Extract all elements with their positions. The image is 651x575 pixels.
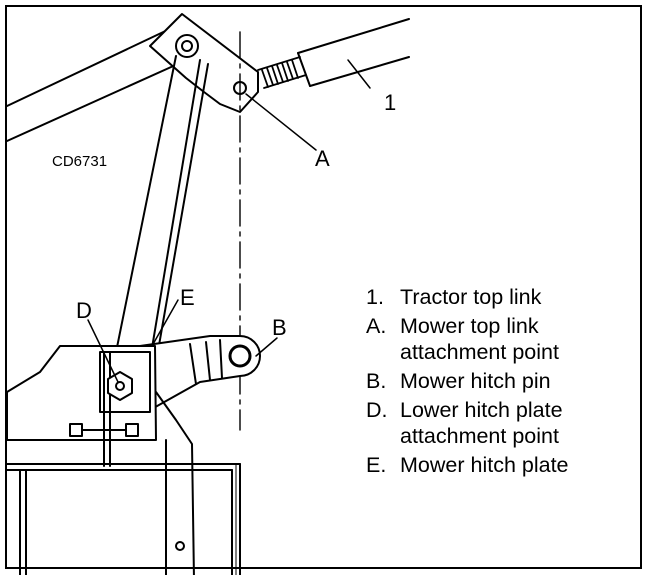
figure-id: CD6731 (52, 153, 107, 170)
legend-item: D. Lower hitch plate attachment point (366, 397, 640, 449)
callout-b: B (272, 315, 287, 340)
top-bracket (149, 13, 259, 113)
legend-item: E. Mower hitch plate (366, 452, 640, 478)
callout-1: 1 (384, 90, 396, 115)
hitch-pin (228, 344, 252, 368)
hitch-plate-strut (111, 55, 209, 375)
legend-item: B. Mower hitch pin (366, 368, 640, 394)
callout-a: A (315, 146, 330, 171)
top-pivot-nut (181, 40, 193, 52)
callout-d: D (76, 298, 92, 323)
lower-bracket-hole (175, 541, 185, 551)
legend-text: Mower hitch plate (400, 453, 569, 477)
legend-item: A. Mower top link attachment point (366, 313, 640, 365)
mower-deck (6, 463, 241, 575)
legend-key: B. (366, 369, 387, 393)
lower-attach-bolt (107, 371, 133, 401)
legend-text: Mower hitch pin (400, 369, 551, 393)
top-link-thread (257, 56, 307, 89)
legend-key: 1. (366, 285, 384, 309)
upper-arm (6, 25, 181, 142)
leader-lines (87, 59, 371, 383)
legend-item: 1. Tractor top link (366, 284, 640, 310)
callout-e: E (180, 285, 195, 310)
legend-text: Tractor top link (400, 285, 542, 309)
legend-key: D. (366, 398, 388, 422)
legend-key: E. (366, 453, 387, 477)
lower-hitch-plate (6, 345, 195, 575)
legend-text: Lower hitch plate attachment point (400, 398, 563, 448)
legend: 1. Tractor top link A. Mower top link at… (366, 284, 640, 481)
figure-frame (5, 5, 642, 569)
top-pivot-bolt (175, 34, 199, 58)
tractor-top-link (297, 18, 410, 87)
legend-key: A. (366, 314, 387, 338)
legend-text: Mower top link attachment point (400, 314, 559, 364)
